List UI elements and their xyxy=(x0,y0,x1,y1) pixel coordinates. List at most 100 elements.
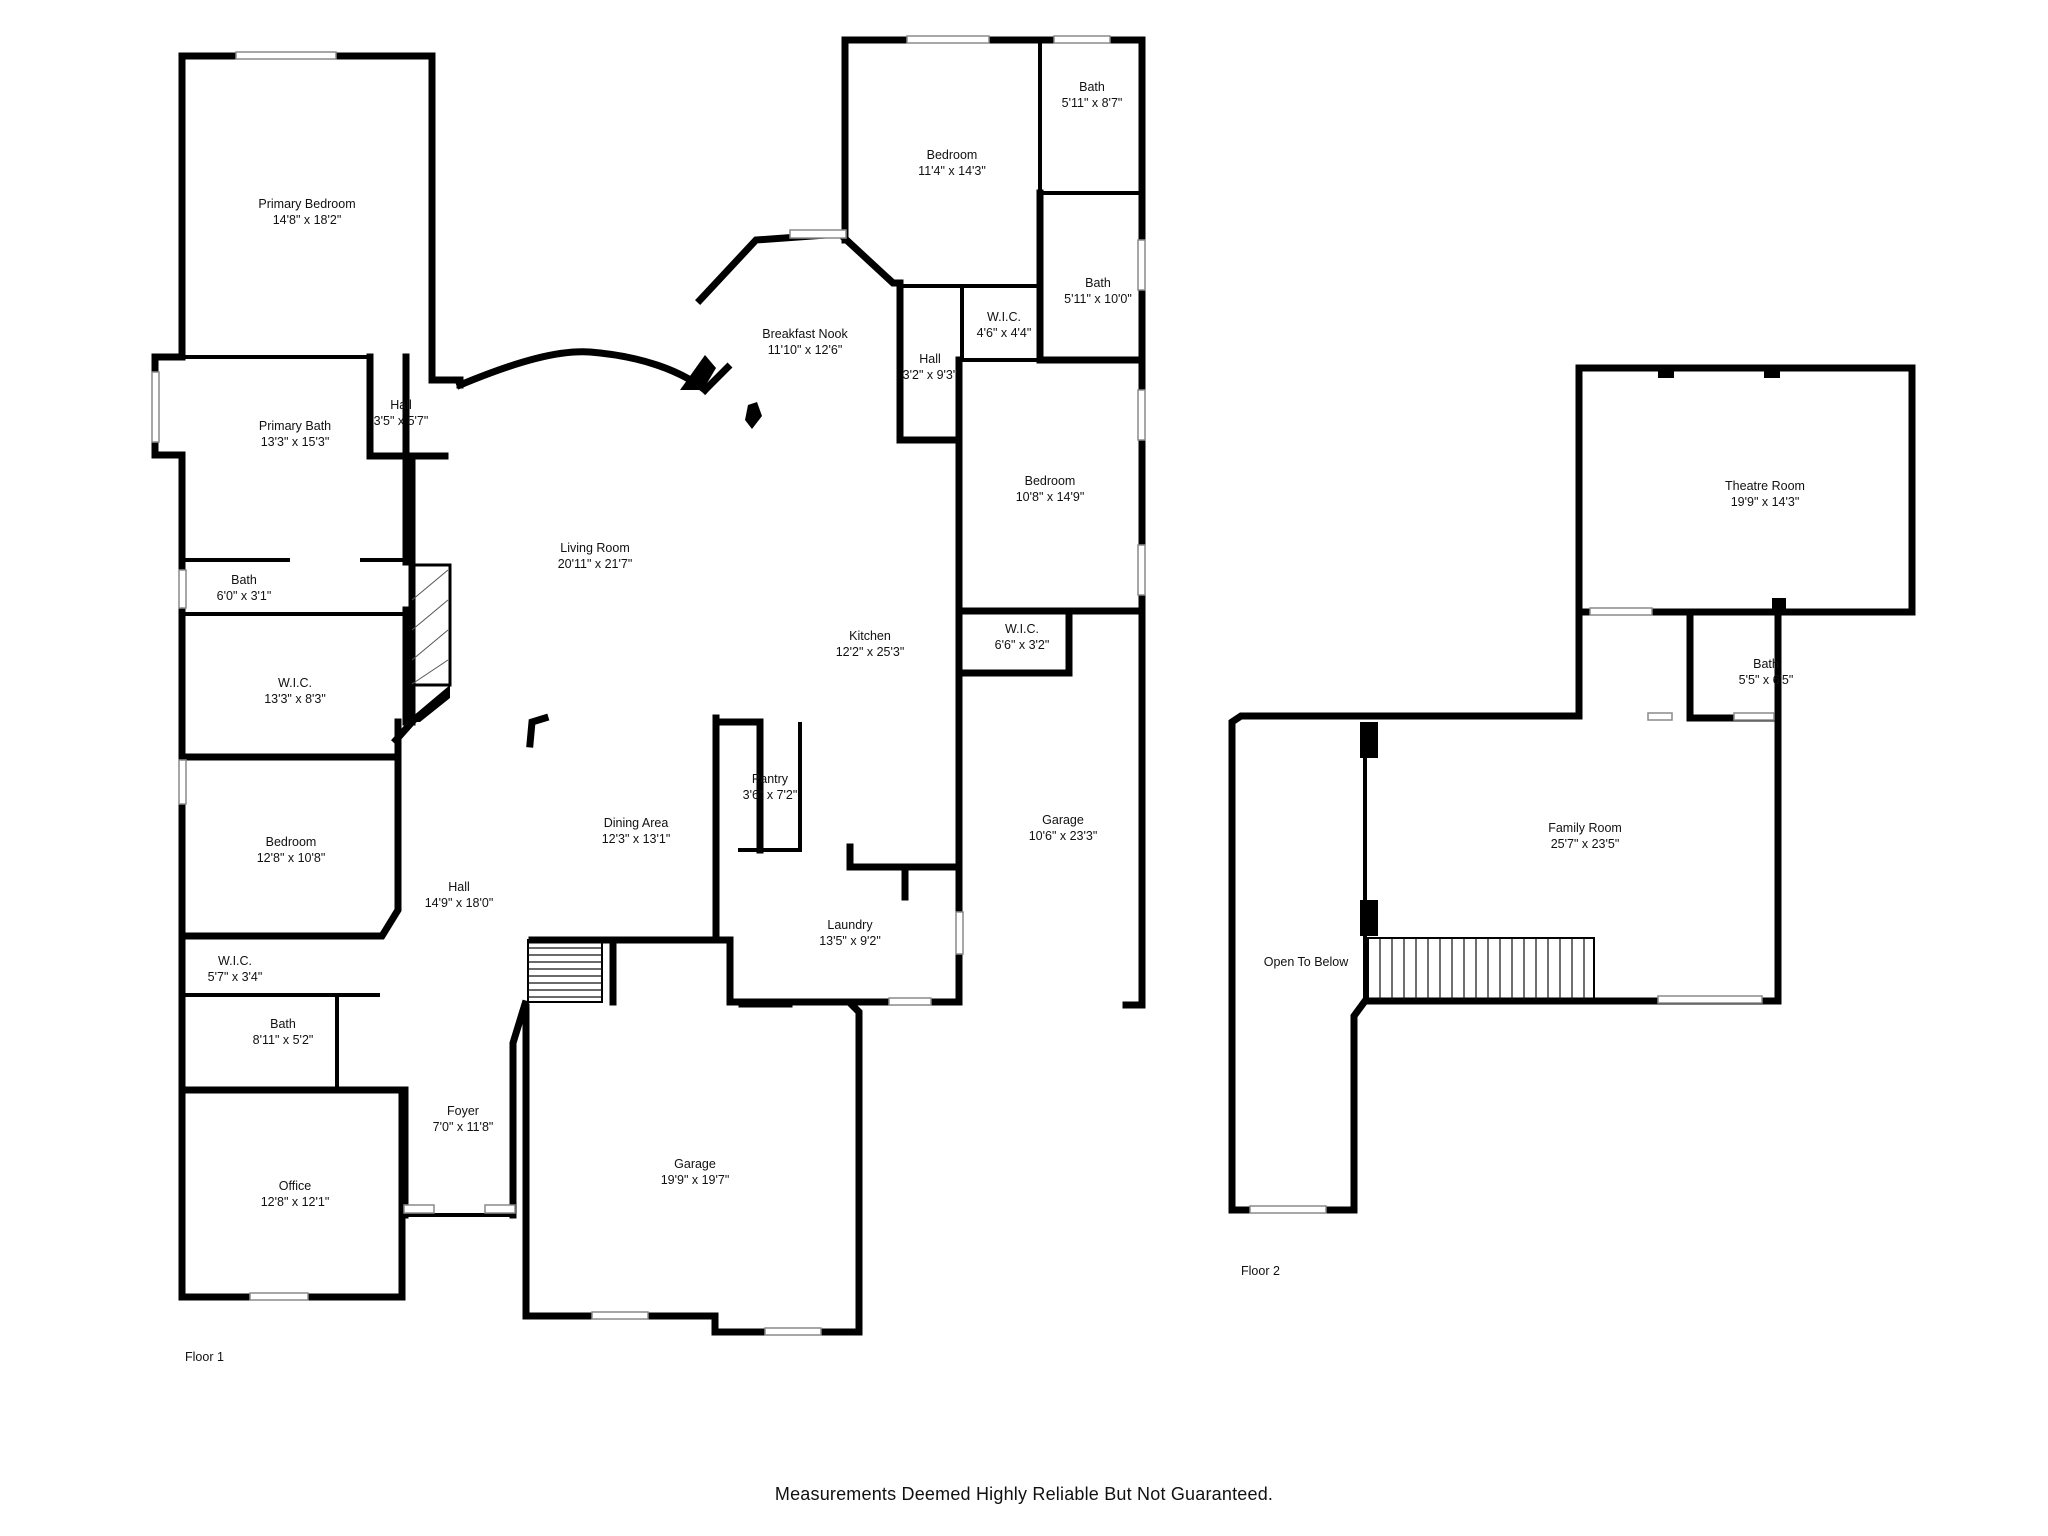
room-name: Laundry xyxy=(827,918,873,932)
room-dims: 19'9" x 14'3" xyxy=(1731,495,1800,509)
room-bedroom-left: Bedroom 12'8" x 10'8" xyxy=(257,835,326,865)
room-name: Kitchen xyxy=(849,629,891,643)
floor-2-labels: Theatre Room 19'9" x 14'3" Bath 5'5" x 6… xyxy=(1241,479,1805,1278)
floor-1-windows xyxy=(151,35,1146,1336)
floor-2-label: Floor 2 xyxy=(1241,1264,1280,1278)
room-name: Family Room xyxy=(1548,821,1622,835)
floor-2-stairs xyxy=(1367,937,1595,1001)
room-dims: 5'11" x 8'7" xyxy=(1062,96,1123,110)
room-primary-bath: Primary Bath 13'3" x 15'3" xyxy=(259,419,331,449)
disclaimer: Measurements Deemed Highly Reliable But … xyxy=(774,1484,1274,1504)
room-name: Hall xyxy=(390,398,412,412)
room-name: Garage xyxy=(1042,813,1084,827)
room-pantry: Pantry 3'6" x 7'2" xyxy=(743,772,798,802)
room-name: Garage xyxy=(674,1157,716,1171)
room-bath-floor2: Bath 5'5" x 6'5" xyxy=(1739,657,1794,687)
room-open-to-below: Open To Below xyxy=(1264,955,1350,969)
room-name: Bedroom xyxy=(266,835,317,849)
room-foyer: Foyer 7'0" x 11'8" xyxy=(433,1104,494,1134)
room-name: Bath xyxy=(1085,276,1111,290)
room-kitchen: Kitchen 12'2" x 25'3" xyxy=(836,629,905,659)
room-name: Pantry xyxy=(752,772,789,786)
room-dims: 14'9" x 18'0" xyxy=(425,896,494,910)
room-primary-bedroom: Primary Bedroom 14'8" x 18'2" xyxy=(258,197,355,227)
room-hall-main: Hall 14'9" x 18'0" xyxy=(425,880,494,910)
room-garage-side: Garage 10'6" x 23'3" xyxy=(1029,813,1098,843)
room-family-room: Family Room 25'7" x 23'5" xyxy=(1548,821,1622,851)
room-dims: 12'2" x 25'3" xyxy=(836,645,905,659)
room-name: W.I.C. xyxy=(987,310,1021,324)
room-name: Bath xyxy=(1753,657,1779,671)
room-name: Bath xyxy=(270,1017,296,1031)
room-dims: 13'3" x 8'3" xyxy=(264,692,326,706)
room-dims: 6'6" x 3'2" xyxy=(995,638,1050,652)
room-name: Primary Bath xyxy=(259,419,331,433)
room-dims: 6'0" x 3'1" xyxy=(217,589,272,603)
room-dims: 10'8" x 14'9" xyxy=(1016,490,1085,504)
room-hall-right: Hall 3'2" x 9'3" xyxy=(903,352,958,382)
room-bath-hall: Bath 8'11" x 5'2" xyxy=(253,1017,314,1047)
room-bedroom-right-mid: Bedroom 10'8" x 14'9" xyxy=(1016,474,1085,504)
room-dims: 4'6" x 4'4" xyxy=(977,326,1032,340)
room-wic-right-low: W.I.C. 6'6" x 3'2" xyxy=(995,622,1050,652)
room-name: Theatre Room xyxy=(1725,479,1805,493)
fireplace xyxy=(406,563,452,722)
room-dims: 13'3" x 15'3" xyxy=(261,435,330,449)
room-dims: 19'9" x 19'7" xyxy=(661,1173,730,1187)
room-dims: 12'3" x 13'1" xyxy=(602,832,671,846)
room-dims: 7'0" x 11'8" xyxy=(433,1120,494,1134)
room-hall-small: Hall 3'5" x 5'7" xyxy=(374,398,429,428)
room-name: Breakfast Nook xyxy=(762,327,848,341)
room-office: Office 12'8" x 12'1" xyxy=(261,1179,330,1209)
room-name: Bedroom xyxy=(1025,474,1076,488)
room-name: Office xyxy=(279,1179,311,1193)
room-bedroom-top-right: Bedroom 11'4" x 14'3" xyxy=(918,148,986,178)
floor-2-walls xyxy=(1228,364,1916,1214)
room-living-room: Living Room 20'11" x 21'7" xyxy=(558,541,633,571)
room-name: W.I.C. xyxy=(278,676,312,690)
floor-2-windows xyxy=(1249,607,1775,1214)
room-wic-primary: W.I.C. 13'3" x 8'3" xyxy=(264,676,326,706)
room-dims: 14'8" x 18'2" xyxy=(273,213,342,227)
room-name: Primary Bedroom xyxy=(258,197,355,211)
room-dims: 5'7" x 3'4" xyxy=(208,970,263,984)
room-dims: 5'11" x 10'0" xyxy=(1064,292,1132,306)
room-dims: 12'8" x 10'8" xyxy=(257,851,326,865)
room-name: Living Room xyxy=(560,541,629,555)
room-name: Bedroom xyxy=(927,148,978,162)
room-breakfast-nook: Breakfast Nook 11'10" x 12'6" xyxy=(762,327,848,357)
room-garage-main: Garage 19'9" x 19'7" xyxy=(661,1157,730,1187)
room-name: Foyer xyxy=(447,1104,479,1118)
room-dims: 3'2" x 9'3" xyxy=(903,368,958,382)
room-wic-right-top: W.I.C. 4'6" x 4'4" xyxy=(977,310,1032,340)
room-dims: 25'7" x 23'5" xyxy=(1551,837,1620,851)
room-dims: 3'6" x 7'2" xyxy=(743,788,798,802)
room-dims: 3'5" x 5'7" xyxy=(374,414,429,428)
room-name: Bath xyxy=(1079,80,1105,94)
room-dims: 13'5" x 9'2" xyxy=(819,934,881,948)
room-dims: 12'8" x 12'1" xyxy=(261,1195,330,1209)
room-dining-area: Dining Area 12'3" x 13'1" xyxy=(602,816,671,846)
room-name: W.I.C. xyxy=(1005,622,1039,636)
room-dims: 5'5" x 6'5" xyxy=(1739,673,1794,687)
room-bath-primary-small: Bath 6'0" x 3'1" xyxy=(217,573,272,603)
floor-1-labels: Primary Bedroom 14'8" x 18'2" Primary Ba… xyxy=(185,80,1132,1364)
room-name: Bath xyxy=(231,573,257,587)
room-dims: 20'11" x 21'7" xyxy=(558,557,633,571)
room-bath-right-mid: Bath 5'11" x 10'0" xyxy=(1064,276,1132,306)
floor-1-stairs xyxy=(527,939,603,1003)
room-theatre-room: Theatre Room 19'9" x 14'3" xyxy=(1725,479,1805,509)
room-laundry: Laundry 13'5" x 9'2" xyxy=(819,918,881,948)
room-dims: 11'4" x 14'3" xyxy=(918,164,986,178)
room-name: Dining Area xyxy=(604,816,669,830)
room-dims: 8'11" x 5'2" xyxy=(253,1033,314,1047)
room-name: Hall xyxy=(448,880,470,894)
floor-1-label: Floor 1 xyxy=(185,1350,224,1364)
room-wic-small: W.I.C. 5'7" x 3'4" xyxy=(208,954,263,984)
room-dims: 10'6" x 23'3" xyxy=(1029,829,1098,843)
room-name: W.I.C. xyxy=(218,954,252,968)
room-bath-top-right: Bath 5'11" x 8'7" xyxy=(1062,80,1123,110)
room-name: Hall xyxy=(919,352,941,366)
room-name: Open To Below xyxy=(1264,955,1350,969)
